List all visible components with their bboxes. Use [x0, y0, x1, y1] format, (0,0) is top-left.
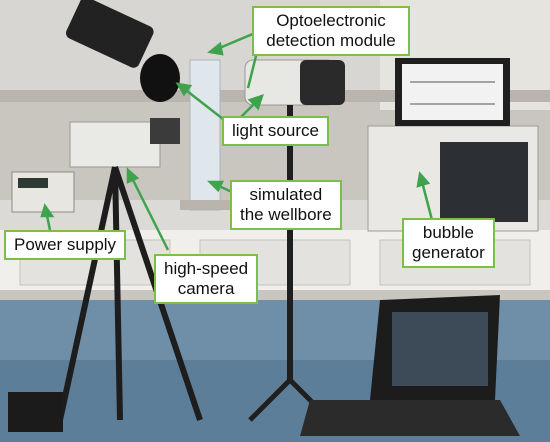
label-line-2: camera — [177, 279, 235, 298]
label-text: light source — [232, 121, 319, 140]
label-line-2: detection module — [266, 31, 396, 50]
label-line-1: high-speed — [164, 259, 249, 278]
label-line-1: Optoelectronic — [276, 11, 386, 30]
label-line-2: the wellbore — [240, 205, 332, 224]
label-optoelectronic-detection-module: Optoelectronic detection module — [252, 6, 410, 56]
label-simulated-wellbore: simulated the wellbore — [230, 180, 342, 230]
label-power-supply: Power supply — [4, 230, 127, 260]
label-line-1: simulated — [249, 185, 323, 204]
label-bubble-generator: bubble generator — [402, 218, 495, 268]
label-text: Power supply — [14, 235, 117, 254]
label-high-speed-camera: high-speed camera — [154, 254, 259, 304]
label-light-source: light source — [222, 116, 329, 146]
label-line-1: bubble — [422, 223, 474, 242]
label-line-2: generator — [412, 243, 485, 262]
